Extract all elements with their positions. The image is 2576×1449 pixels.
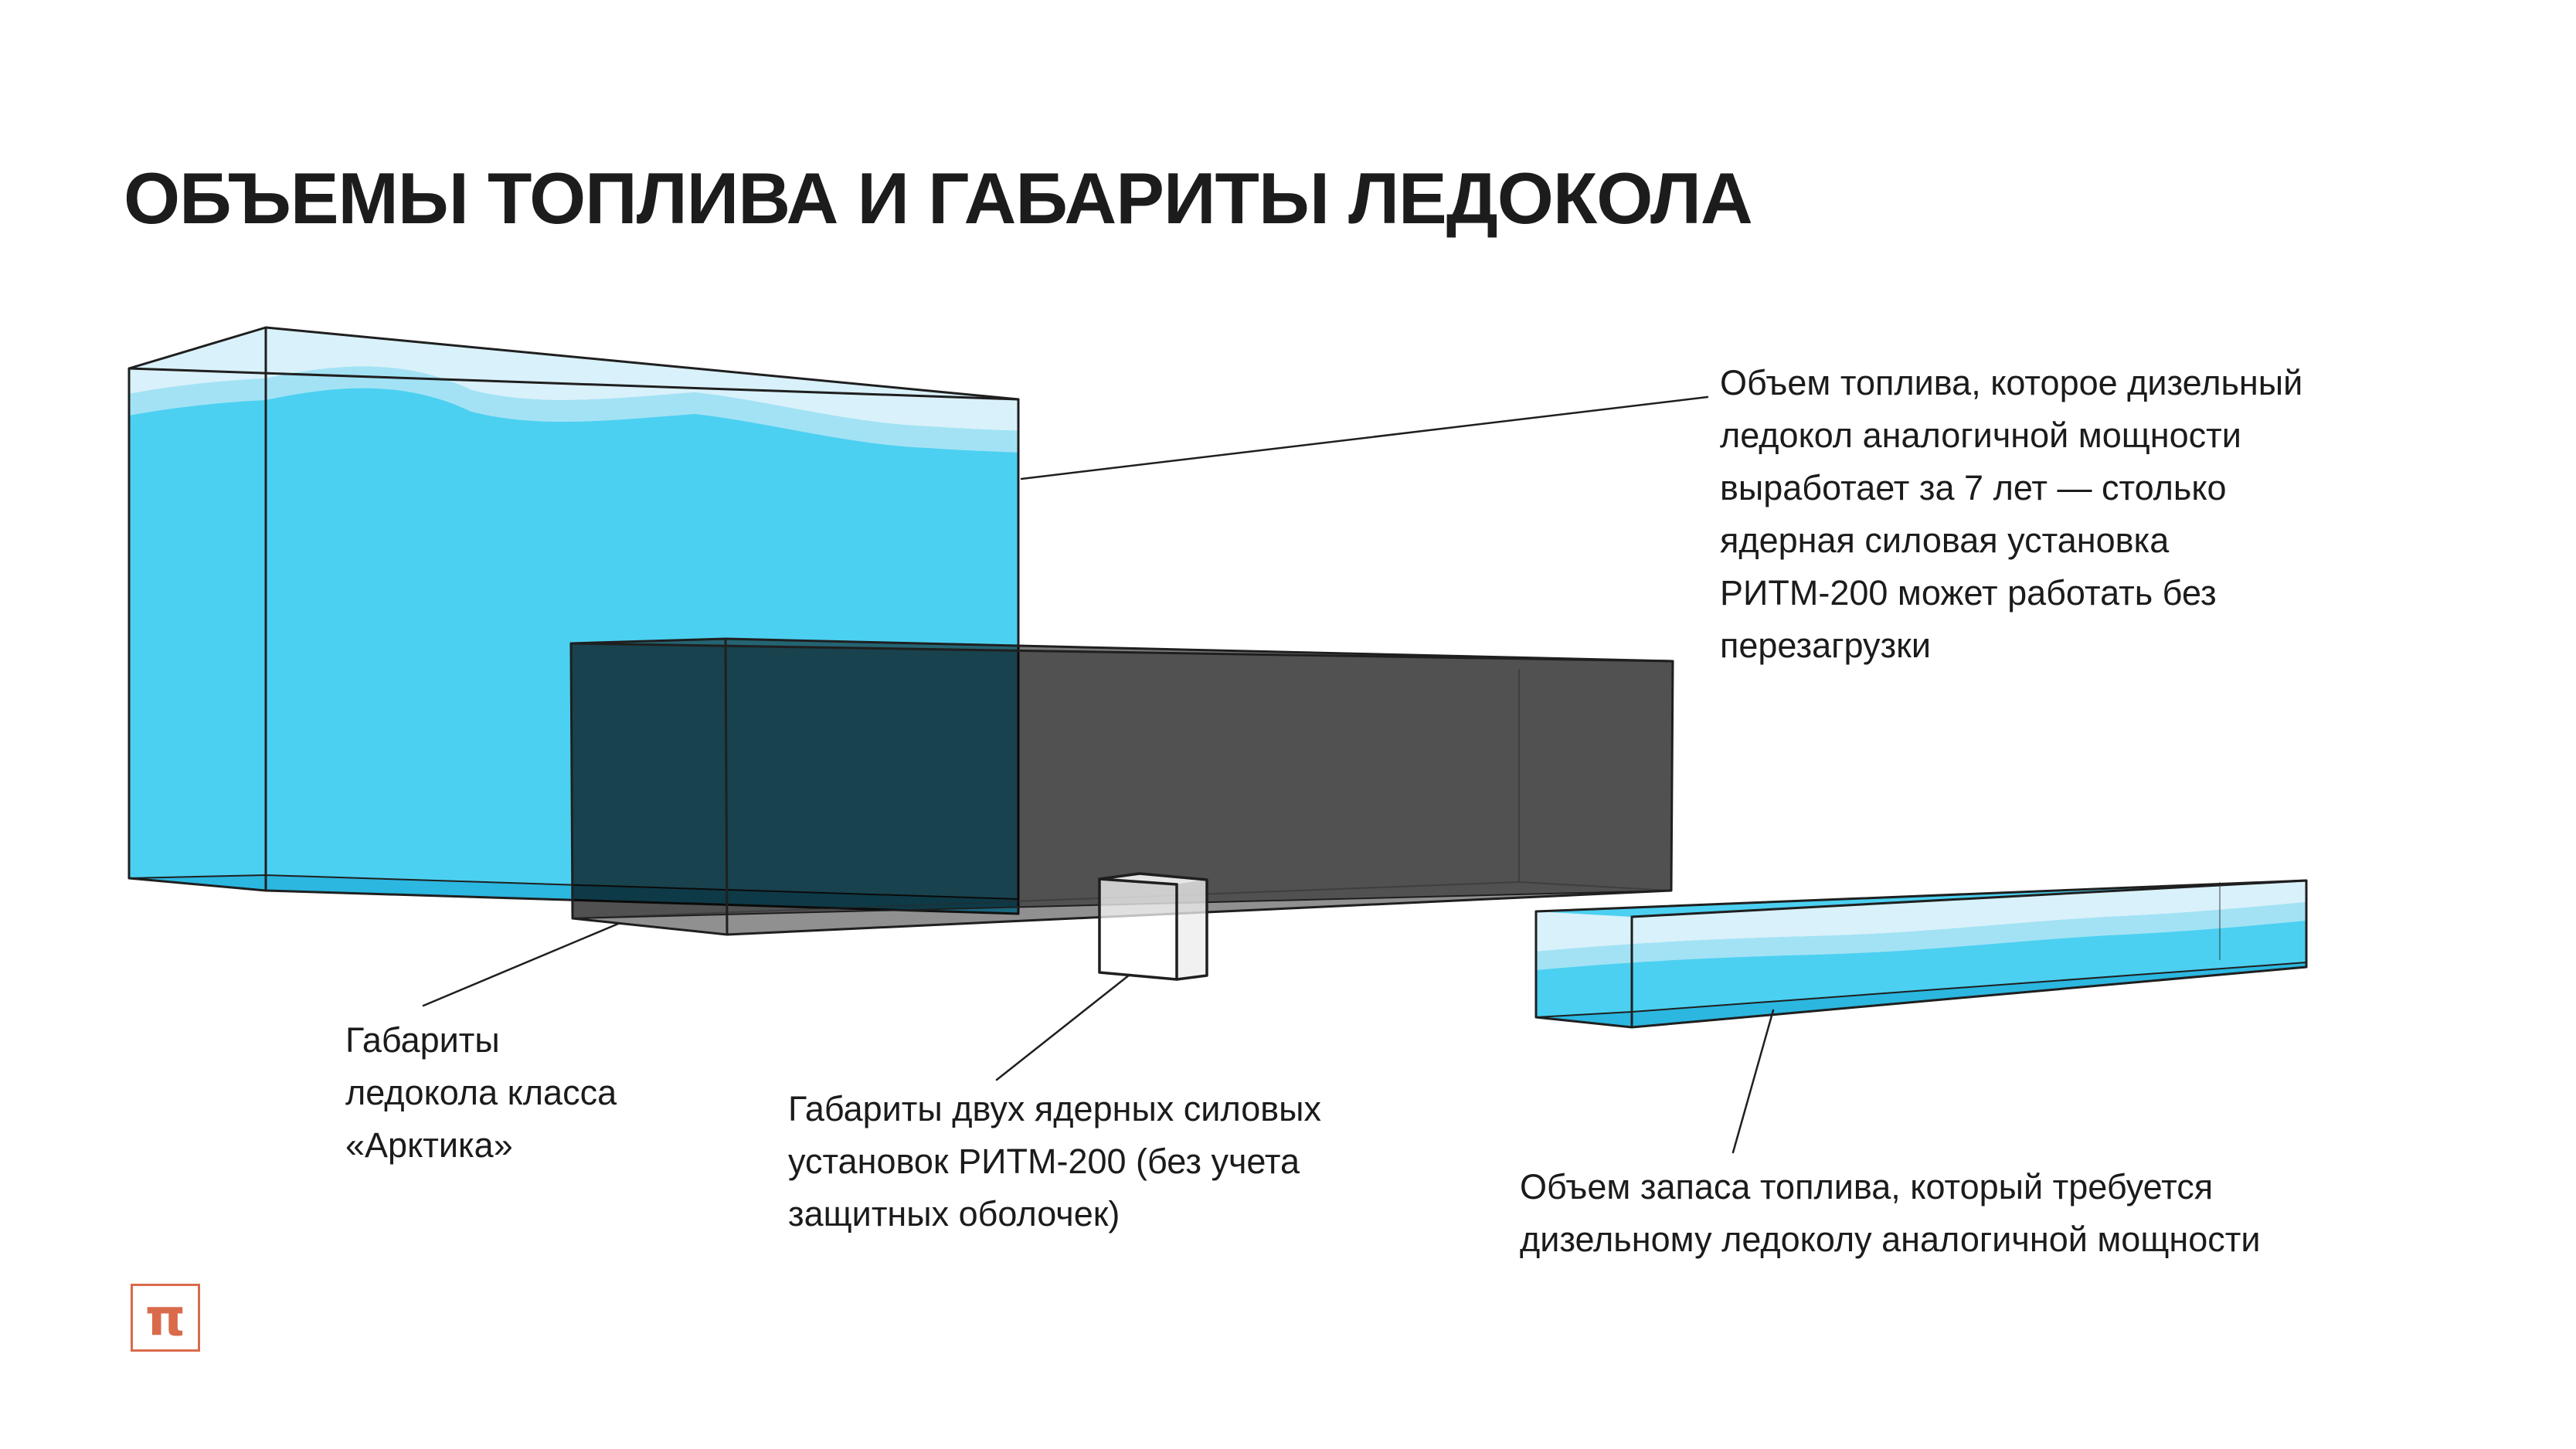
- annotation-line: ледокола класса: [345, 1073, 617, 1112]
- reserve-bar-bottom-face: [1536, 962, 2306, 1027]
- logo-pi-letter: π: [144, 1288, 186, 1347]
- annotation-fuel-reserve: Объем запаса топлива, который требуется …: [1520, 1161, 2260, 1266]
- icebreaker-front-left-edge: [724, 637, 729, 936]
- annotation-line: Габариты двух ядерных силовых: [788, 1089, 1321, 1128]
- annotation-line: перезагрузки: [1720, 626, 1932, 665]
- ritm-cube-front-face: [1099, 879, 1177, 979]
- fuel-box-rear-top-edge: [127, 367, 1020, 401]
- icebreaker-rear-top-edge: [569, 642, 1674, 663]
- annotation-line: Объем топлива, которое дизельный: [1720, 363, 2303, 402]
- annotation-ritm-200: Габариты двух ядерных силовых установок …: [788, 1083, 1321, 1240]
- annotation-line: ядерная силовая установка: [1720, 521, 2170, 560]
- annotation-line: Объем запаса топлива, который требуется: [1520, 1167, 2214, 1206]
- icebreaker-inner-bottom-right-edge: [1518, 881, 1672, 891]
- fuel-reserve-bar: [1534, 879, 2308, 1029]
- fuel-box-wave-light: [129, 327, 1018, 431]
- reserve-bar-wave-light: [1536, 881, 2306, 952]
- leader-line-ritm: [995, 973, 1131, 1081]
- icebreaker-box-edges: [569, 637, 1674, 936]
- annotation-line: РИТМ-200 может работать без: [1720, 573, 2217, 613]
- annotation-line: ледокол аналогичной мощности: [1720, 416, 2241, 455]
- annotation-line: защитных оболочек): [788, 1194, 1120, 1234]
- annotation-line: установок РИТМ-200 (без учета: [788, 1142, 1300, 1181]
- reserve-bar-front-top-edge: [1630, 879, 2308, 918]
- annotation-line: дизельному ледоколу аналогичной мощности: [1520, 1220, 2261, 1259]
- leader-line-reserve: [1731, 1009, 1775, 1154]
- ritm-cube-outline: [1098, 872, 1208, 981]
- leader-line-arktika: [422, 922, 620, 1007]
- reserve-bar-outline: [1534, 879, 2308, 1029]
- page-title: ОБЪЕМЫ ТОПЛИВА И ГАБАРИТЫ ЛЕДОКОЛА: [124, 157, 1753, 239]
- icebreaker-body: [571, 639, 1673, 918]
- annotation-line: Габариты: [345, 1020, 500, 1060]
- annotation-fuel-7-years: Объем топлива, которое дизельный ледокол…: [1720, 357, 2302, 672]
- ritm-cube-right-face: [1177, 880, 1207, 979]
- icebreaker-inner-rear-bottom-edge: [572, 881, 1520, 919]
- reserve-bar-wave-medium: [1536, 902, 2306, 970]
- leader-line-fuel7: [1020, 395, 1709, 480]
- ritm-cube: [1098, 872, 1208, 981]
- logo-pi: π: [131, 1284, 200, 1352]
- ritm-cube-front-top-edge: [1098, 877, 1178, 886]
- reserve-bar-rear-bottom-edge: [1535, 962, 2307, 1018]
- annotation-line: выработает за 7 лет — столько: [1720, 468, 2227, 507]
- fuel-box-wave-medium: [129, 366, 1018, 453]
- annotation-icebreaker-arktika: Габариты ледокола класса «Арктика»: [345, 1014, 617, 1172]
- annotation-line: «Арктика»: [345, 1125, 513, 1165]
